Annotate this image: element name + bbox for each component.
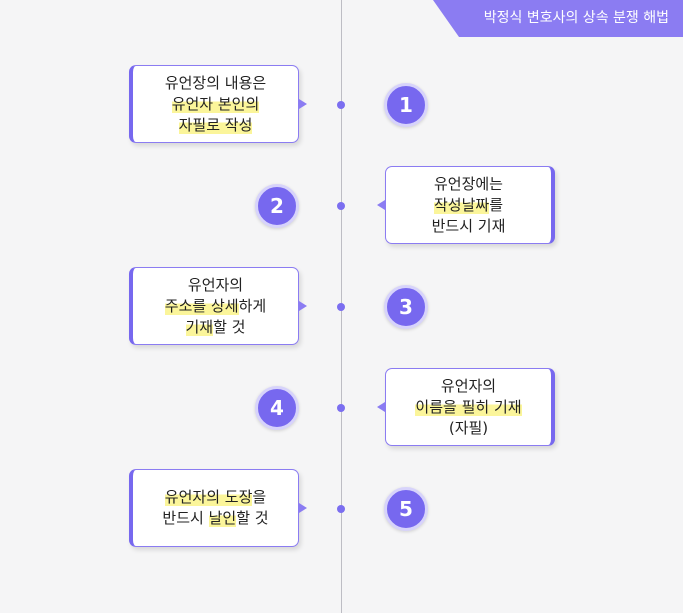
banner-title: 박정식 변호사의 상속 분쟁 해법 bbox=[483, 10, 669, 26]
step-card-line: 유언자의 도장을 bbox=[164, 487, 267, 508]
card-text: 을 bbox=[252, 488, 267, 506]
step-card-line: 자필로 작성 bbox=[178, 115, 253, 136]
highlighted-text: 기재 bbox=[185, 317, 214, 336]
highlighted-text: 작성날짜 bbox=[433, 195, 490, 214]
highlighted-text: 이름을 필히 기재 bbox=[415, 397, 522, 416]
highlighted-text: 주소를 상세 bbox=[164, 296, 239, 315]
step-card-line: 반드시 날인할 것 bbox=[162, 508, 269, 529]
card-text: 할 것 bbox=[236, 509, 269, 527]
step-card-line: (자필) bbox=[449, 418, 488, 439]
step-number-5: 5 bbox=[384, 487, 428, 531]
step-card-line: 반드시 기재 bbox=[432, 216, 506, 237]
step-card-line: 기재할 것 bbox=[185, 317, 246, 338]
card-text: 유언장에는 bbox=[433, 174, 503, 193]
step-card-line: 유언장에는 bbox=[434, 174, 503, 195]
card-text: 할 것 bbox=[213, 317, 246, 336]
timeline-dot-1 bbox=[337, 101, 345, 109]
step-card-line: 주소를 상세하게 bbox=[164, 296, 267, 317]
card-text: 유언자의 bbox=[440, 376, 497, 395]
highlighted-text: 자필로 작성 bbox=[178, 115, 253, 134]
card-text: 하게 bbox=[238, 296, 267, 315]
step-number-1: 1 bbox=[384, 83, 428, 127]
highlighted-text: 유언자 본인의 bbox=[171, 94, 260, 113]
card-text: 유언자의 bbox=[187, 275, 244, 294]
step-card-line: 유언장의 내용은 bbox=[165, 73, 266, 94]
step-number-3: 3 bbox=[384, 285, 428, 329]
step-card-line: 유언자 본인의 bbox=[171, 94, 260, 115]
step-card-line: 작성날짜를 bbox=[433, 195, 503, 216]
card-text: 유언장의 내용은 bbox=[164, 73, 267, 92]
timeline-dot-2 bbox=[337, 202, 345, 210]
timeline-dot-4 bbox=[337, 404, 345, 412]
highlighted-text: 유언자의 도장 bbox=[164, 488, 253, 506]
step-card-line: 유언자의 bbox=[441, 376, 496, 397]
card-text: 반드시 bbox=[162, 509, 209, 527]
card-text: 를 bbox=[489, 195, 503, 214]
timeline-dot-5 bbox=[337, 505, 345, 513]
step-number-4: 4 bbox=[255, 386, 299, 430]
card-text: (자필) bbox=[448, 418, 489, 437]
highlighted-text: 날인 bbox=[208, 509, 237, 527]
step-card-line: 유언자의 bbox=[188, 275, 243, 296]
timeline-dot-3 bbox=[337, 303, 345, 311]
header-banner: 박정식 변호사의 상속 분쟁 해법 bbox=[433, 0, 683, 37]
step-card-line: 이름을 필히 기재 bbox=[415, 397, 522, 418]
step-number-2: 2 bbox=[255, 184, 299, 228]
card-text: 반드시 기재 bbox=[431, 216, 506, 235]
